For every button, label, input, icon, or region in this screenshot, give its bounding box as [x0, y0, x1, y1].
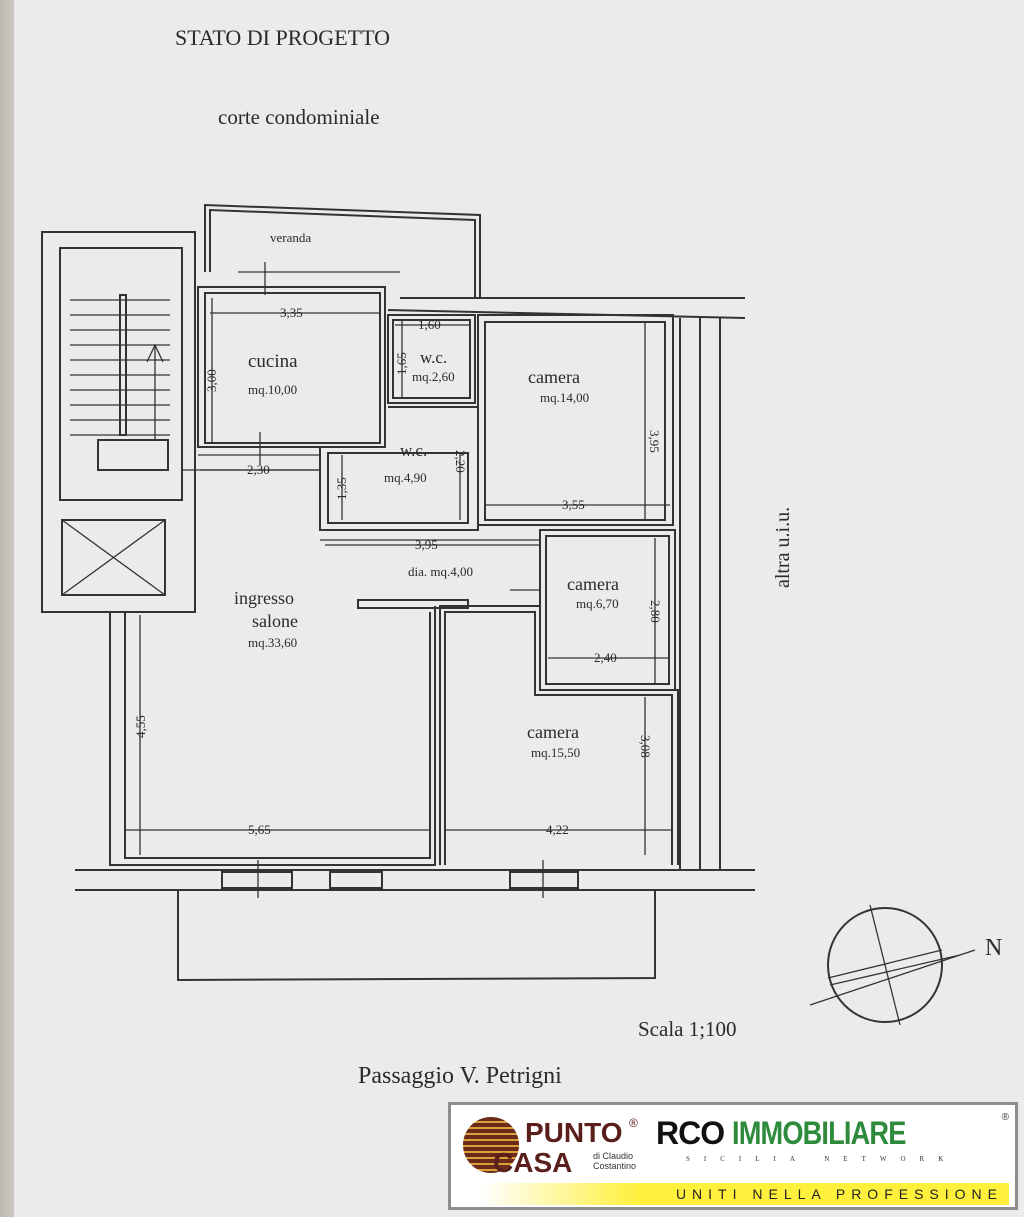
- arco-immobiliare-logo: RCO IMMOBILIARE ® SICILIA NETWORK: [656, 1113, 1011, 1167]
- dim-wc2-h2: 1,35: [334, 477, 349, 500]
- arco-text: RCO: [656, 1115, 725, 1151]
- room-camera3-name: camera: [527, 722, 579, 742]
- stairs: [70, 294, 170, 471]
- room-camera1-area: mq.14,00: [540, 390, 589, 405]
- dim-camera3-w: 4,22: [546, 822, 569, 837]
- room-cucina-name: cucina: [248, 351, 298, 372]
- dim-wc2-h: 2,20: [453, 450, 468, 473]
- dim-corridor-w: 2,30: [247, 462, 270, 477]
- puntocasa-logo: PUNTO ® CASA: [463, 1117, 648, 1179]
- registered-mark: ®: [629, 1116, 638, 1130]
- dimension-lines: [125, 298, 672, 855]
- dim-salone-h: 4,55: [133, 715, 148, 738]
- registered-mark-2: ®: [1001, 1112, 1009, 1123]
- slogan: UNITI NELLA PROFESSIONE: [481, 1183, 1009, 1205]
- dim-cucina-h: 3,00: [204, 369, 219, 392]
- side-label: altra u.i.u.: [772, 507, 794, 588]
- sun-icon: [463, 1117, 519, 1173]
- dim-camera1-h: 3,95: [647, 430, 662, 453]
- puntocasa-by-1: di Claudio: [593, 1151, 634, 1161]
- dim-wc1-w: 1,60: [418, 317, 441, 332]
- room-salone-name1: ingresso: [234, 588, 294, 608]
- dim-cucina-w: 3,35: [280, 305, 303, 320]
- room-disimpegno: dia. mq.4,00: [408, 564, 473, 579]
- walls: [41, 203, 755, 982]
- dim-camera2-w: 2,40: [594, 650, 617, 665]
- dim-camera1-w: 3,55: [562, 497, 585, 512]
- room-wc1-name: w.c.: [420, 348, 447, 367]
- room-cucina-area: mq.10,00: [248, 382, 297, 397]
- dim-camera2-h: 2,80: [648, 600, 663, 623]
- room-salone-name2: salone: [252, 611, 298, 631]
- puntocasa-text-1: PUNTO: [525, 1117, 623, 1148]
- puntocasa-owner: di Claudio Costantino: [593, 1151, 636, 1171]
- compass-icon: [809, 904, 976, 1026]
- agency-logo-banner: PUNTO ® CASA di Claudio Costantino RCO I…: [448, 1102, 1018, 1210]
- elevator: [61, 519, 166, 596]
- plan-title: STATO DI PROGETTO: [175, 25, 390, 50]
- room-veranda: veranda: [270, 230, 311, 245]
- dim-salone-w: 5,65: [248, 822, 271, 837]
- room-camera2-name: camera: [567, 574, 619, 594]
- room-camera3-area: mq.15,50: [531, 745, 580, 760]
- room-wc2-name: w.c.: [400, 441, 427, 460]
- room-salone-area: mq.33,60: [248, 635, 297, 650]
- north-label: N: [985, 935, 1002, 961]
- room-camera2-area: mq.6,70: [576, 596, 619, 611]
- scale-label: Scala 1;100: [638, 1017, 737, 1041]
- dimension-labels: 3,35 3,00 1,60 1,65 3,95 3,55 2,30 2,20 …: [133, 305, 663, 837]
- immobiliare-text: IMMOBILIARE: [732, 1115, 906, 1151]
- room-wc2-area: mq.4,90: [384, 470, 427, 485]
- puntocasa-by-2: Costantino: [593, 1161, 637, 1171]
- room-camera1-name: camera: [528, 367, 580, 387]
- dim-wc1-h: 1,65: [394, 352, 409, 375]
- arco-subtitle: SICILIA NETWORK: [686, 1155, 958, 1163]
- street-label: Passaggio V. Petrigni: [358, 1063, 562, 1089]
- room-wc1-area: mq.2,60: [412, 369, 455, 384]
- dim-camera3-h: 3,08: [638, 735, 653, 758]
- top-label: corte condominiale: [218, 105, 380, 129]
- dim-dia-w: 3,95: [415, 537, 438, 552]
- puntocasa-text-2: CASA: [493, 1147, 573, 1178]
